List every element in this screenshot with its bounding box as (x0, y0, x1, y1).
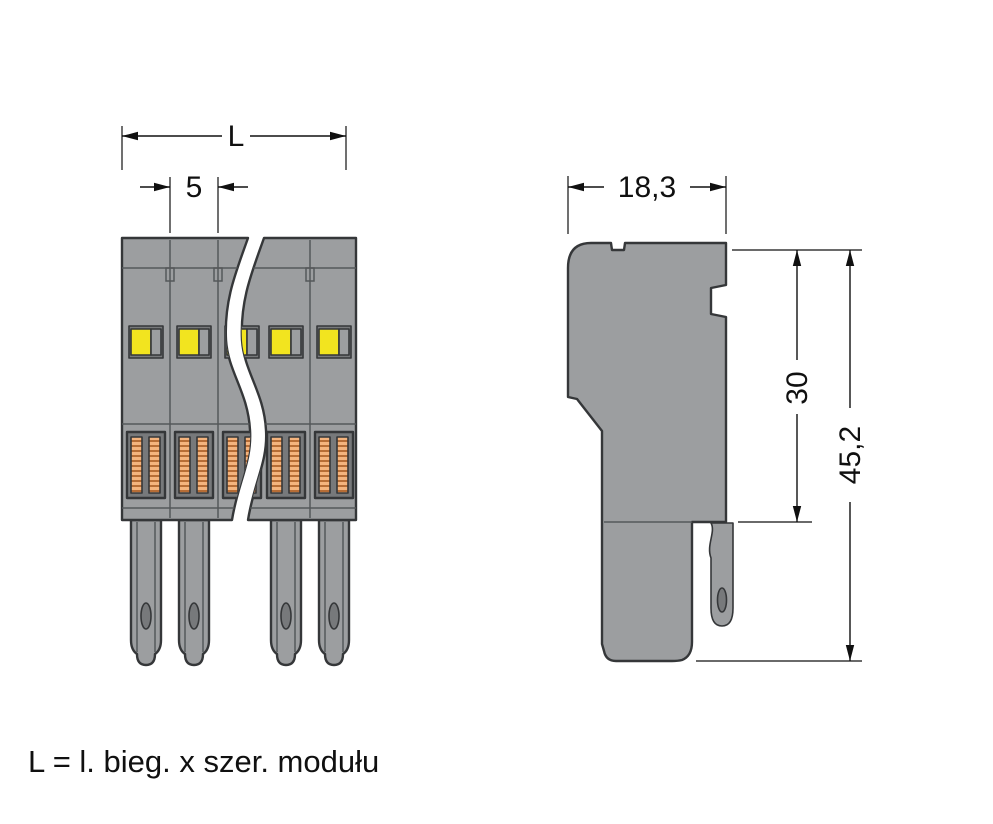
dimension-width-18-3: 18,3 (567, 171, 727, 234)
pin (269, 518, 303, 667)
contact-spring (178, 436, 191, 494)
dim-label-total-height: 45,2 (834, 426, 867, 484)
lever-window (316, 325, 352, 359)
pin (177, 518, 211, 667)
dim-label-pitch: 5 (186, 171, 203, 204)
legend-formula: L = l. bieg. x szer. modułu (28, 744, 379, 779)
pin-hole (328, 602, 340, 630)
contact-spring (148, 436, 161, 494)
front-view: L 5 (120, 120, 358, 667)
contact-spring (130, 436, 143, 494)
top-notch (213, 267, 223, 282)
pin-hole (140, 602, 152, 630)
contact-window (265, 430, 307, 500)
contact-window (173, 430, 215, 500)
side-view: 18,3 30 45,2 (566, 171, 867, 663)
pin (129, 518, 163, 667)
pin (317, 518, 351, 667)
top-notch (305, 267, 315, 282)
contact-spring (288, 436, 301, 494)
contact-spring (270, 436, 283, 494)
lever-yellow (318, 328, 340, 356)
pin-hole (716, 587, 728, 613)
dim-label-housing-height: 30 (781, 371, 814, 404)
lever-yellow (270, 328, 292, 356)
lever-yellow (178, 328, 200, 356)
pin-hole (280, 602, 292, 630)
dim-label-width: 18,3 (618, 171, 676, 204)
dimension-pitch-5: 5 (140, 171, 248, 233)
side-housing (566, 241, 728, 663)
front-pins (129, 518, 351, 667)
contact-spring (336, 436, 349, 494)
dimension-height-30: 30 (738, 250, 814, 523)
lever-window (268, 325, 304, 359)
lever-yellow (226, 328, 248, 356)
dimension-total-height-45-2: 45,2 (696, 250, 867, 662)
lever-window (128, 325, 164, 359)
dim-label-L: L (228, 120, 245, 153)
dimension-L: L (121, 120, 347, 170)
lever-yellow (130, 328, 152, 356)
contact-window (313, 430, 355, 500)
contact-spring (318, 436, 331, 494)
pin-hole (188, 602, 200, 630)
lever-window (176, 325, 212, 359)
contact-spring (196, 436, 209, 494)
contact-window (125, 430, 167, 500)
top-notch (165, 267, 175, 282)
side-strain-relief-pin (708, 522, 734, 627)
contact-spring (226, 436, 239, 494)
